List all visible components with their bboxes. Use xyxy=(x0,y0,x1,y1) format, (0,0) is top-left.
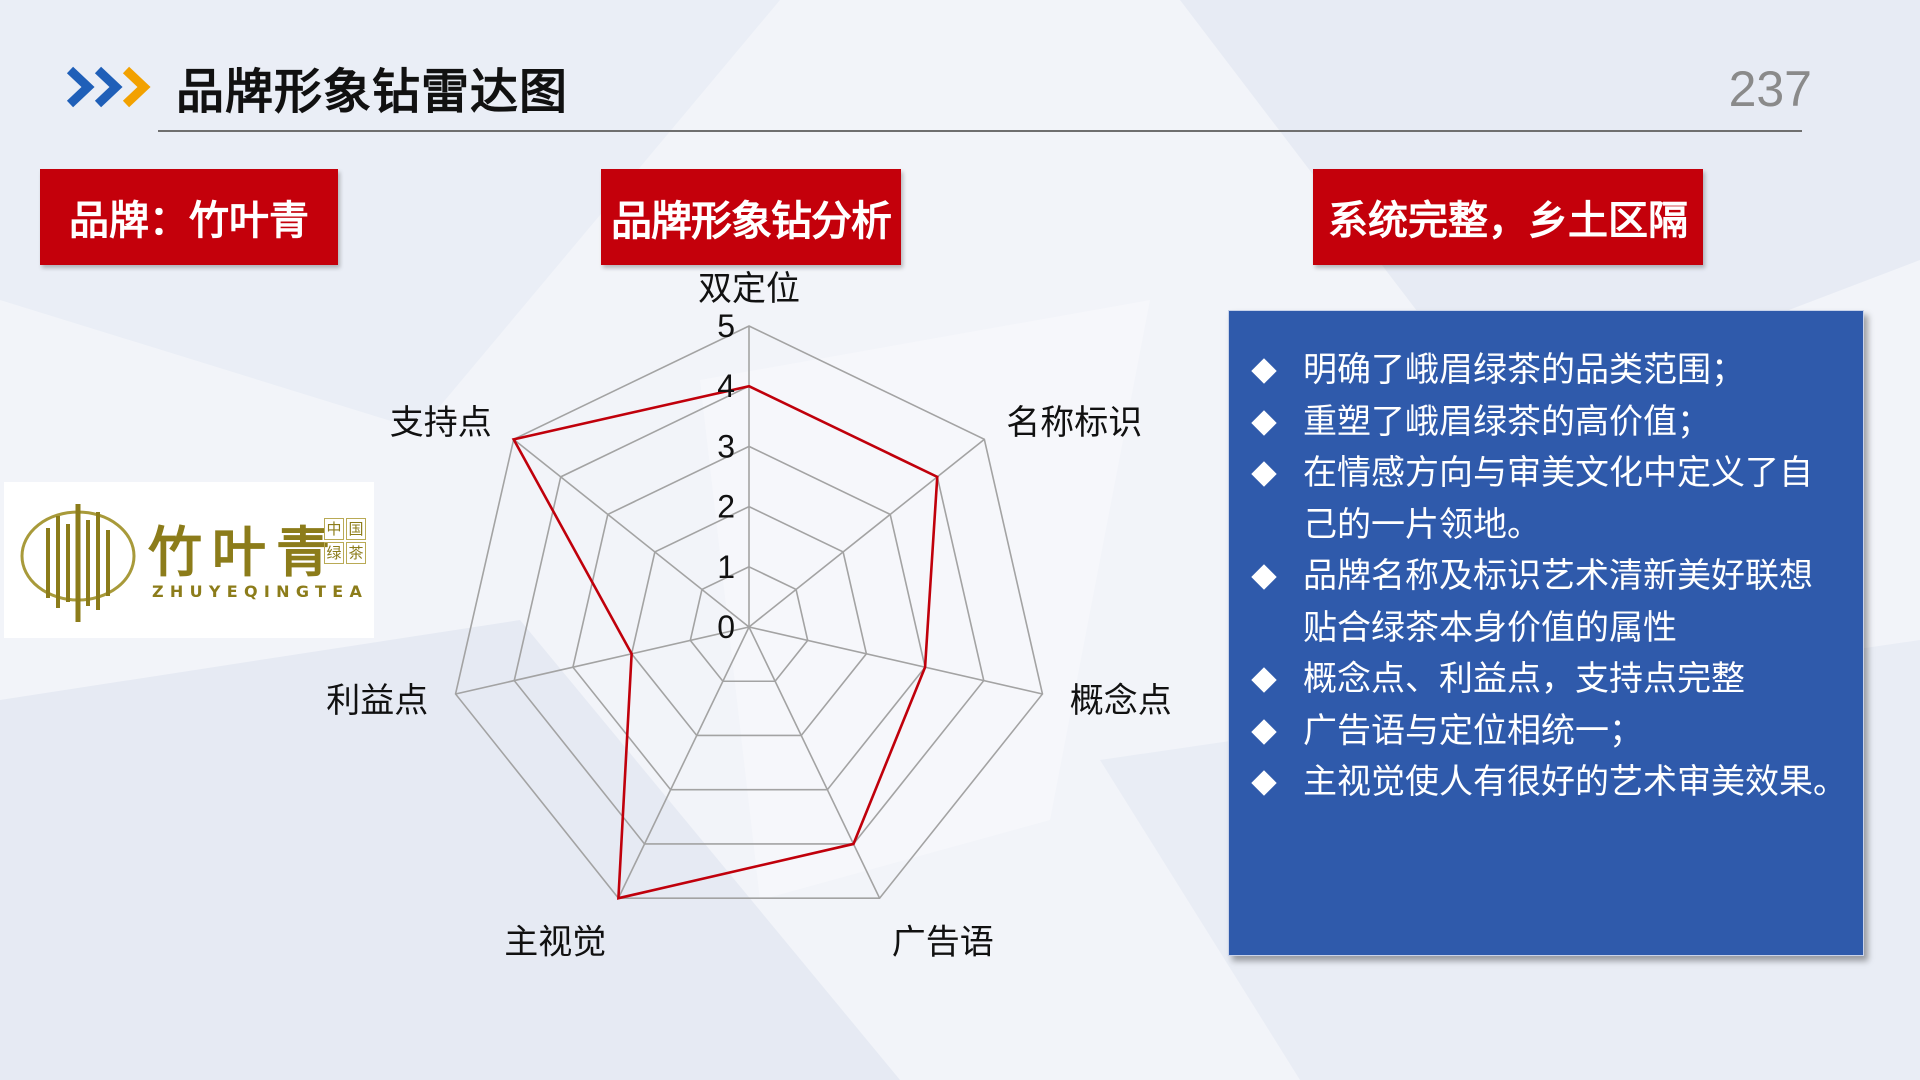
bullet-text: 明确了峨眉绿茶的品类范围； xyxy=(1303,350,1745,390)
logo-english-name: ZHUYEQINGTEA xyxy=(152,582,369,601)
title-divider xyxy=(158,130,1802,132)
bullet-item: 概念点、利益点，支持点完整 xyxy=(1247,654,1863,706)
bullet-item: 明确了峨眉绿茶的品类范围； xyxy=(1247,345,1863,397)
bamboo-logo-icon xyxy=(20,504,136,622)
diamond-bullet-icon xyxy=(1251,770,1277,796)
summary-panel: 明确了峨眉绿茶的品类范围； 重塑了峨眉绿茶的高价值； 在情感方向与审美文化中定义… xyxy=(1228,310,1864,956)
bullet-item: 在情感方向与审美文化中定义了自 己的一片领地。 xyxy=(1247,448,1863,551)
radar-spokes xyxy=(455,326,1043,899)
radar-axis-label: 广告语 xyxy=(892,922,994,962)
radar-grid-ring xyxy=(572,445,926,791)
radar-axis-label: 名称标识 xyxy=(1006,403,1142,443)
radar-spoke xyxy=(748,626,881,899)
bullet-text: 品牌名称及标识艺术清新美好联想 贴合绿茶本身价值的属性 xyxy=(1303,556,1813,648)
logo-seal-char: 茶 xyxy=(346,542,366,564)
radar-spoke xyxy=(455,626,750,695)
bullet-item: 重塑了峨眉绿茶的高价值； xyxy=(1247,397,1863,449)
radar-axis-label: 主视觉 xyxy=(504,922,606,962)
radar-grid-ring xyxy=(630,505,868,737)
radar-tick-label: 3 xyxy=(717,428,735,464)
radar-grid-ring xyxy=(454,325,1044,899)
radar-tick-label: 5 xyxy=(717,308,735,344)
bullet-item: 广告语与定位相统一； xyxy=(1247,706,1863,758)
title-row: 品牌形象钻雷达图 xyxy=(64,52,568,122)
chevron-arrows-icon xyxy=(66,66,151,108)
radar-spoke xyxy=(617,626,750,899)
logo-seal-char: 中 xyxy=(324,518,344,540)
bullet-item: 主视觉使人有很好的艺术审美效果。 xyxy=(1247,757,1863,809)
bullet-item: 品牌名称及标识艺术清新美好联想 贴合绿茶本身价值的属性 xyxy=(1247,551,1863,654)
radar-tick-label: 2 xyxy=(717,489,735,525)
radar-spoke xyxy=(513,438,750,628)
bullet-text: 概念点、利益点，支持点完整 xyxy=(1303,659,1745,699)
radar-axis-label: 利益点 xyxy=(326,681,428,721)
radar-axis-label: 概念点 xyxy=(1070,681,1172,721)
brand-label-box: 品牌：竹叶青 xyxy=(40,169,338,265)
summary-bullet-list: 明确了峨眉绿茶的品类范围； 重塑了峨眉绿茶的高价值； 在情感方向与审美文化中定义… xyxy=(1229,311,1863,809)
diamond-bullet-icon xyxy=(1251,564,1277,590)
page-number: 237 xyxy=(1728,61,1812,117)
radar-axis-label: 双定位 xyxy=(698,269,800,309)
diamond-bullet-icon xyxy=(1251,461,1277,487)
bullet-text: 在情感方向与审美文化中定义了自 己的一片领地。 xyxy=(1303,453,1813,545)
bullet-text: 广告语与定位相统一； xyxy=(1303,710,1643,751)
logo-seal-char: 绿 xyxy=(324,542,344,564)
radar-tick-label: 0 xyxy=(717,609,735,645)
page-title: 品牌形象钻雷达图 xyxy=(176,64,569,120)
radar-series-line xyxy=(511,384,939,900)
diamond-bullet-icon xyxy=(1251,358,1277,384)
radar-spoke xyxy=(748,626,1043,695)
diamond-bullet-icon xyxy=(1251,718,1277,745)
bullet-text: 重塑了峨眉绿茶的高价值； xyxy=(1303,401,1711,442)
radar-series xyxy=(511,384,939,900)
radar-tick-label: 1 xyxy=(717,549,735,585)
radar-axis-label: 支持点 xyxy=(390,403,492,443)
radar-grid-ring xyxy=(689,565,809,683)
bullet-text: 主视觉使人有很好的艺术审美效果。 xyxy=(1303,762,1847,802)
radar-spoke xyxy=(748,438,985,628)
logo-seal: 中 国 绿 茶 xyxy=(324,518,368,564)
diamond-bullet-icon xyxy=(1251,667,1277,693)
analysis-label-box: 品牌形象钻分析 xyxy=(601,169,901,265)
logo-chinese-name: 竹叶青 xyxy=(148,520,340,584)
diamond-bullet-icon xyxy=(1251,409,1277,436)
brand-logo: 竹叶青 中 国 绿 茶 ZHUYEQINGTEA xyxy=(4,482,374,638)
radar-tick-label: 4 xyxy=(717,368,735,404)
logo-seal-char: 国 xyxy=(346,518,366,540)
conclusion-label-box: 系统完整，乡土区隔 xyxy=(1313,169,1703,265)
radar-tick-labels: 0 1 2 3 4 5 xyxy=(717,308,735,645)
